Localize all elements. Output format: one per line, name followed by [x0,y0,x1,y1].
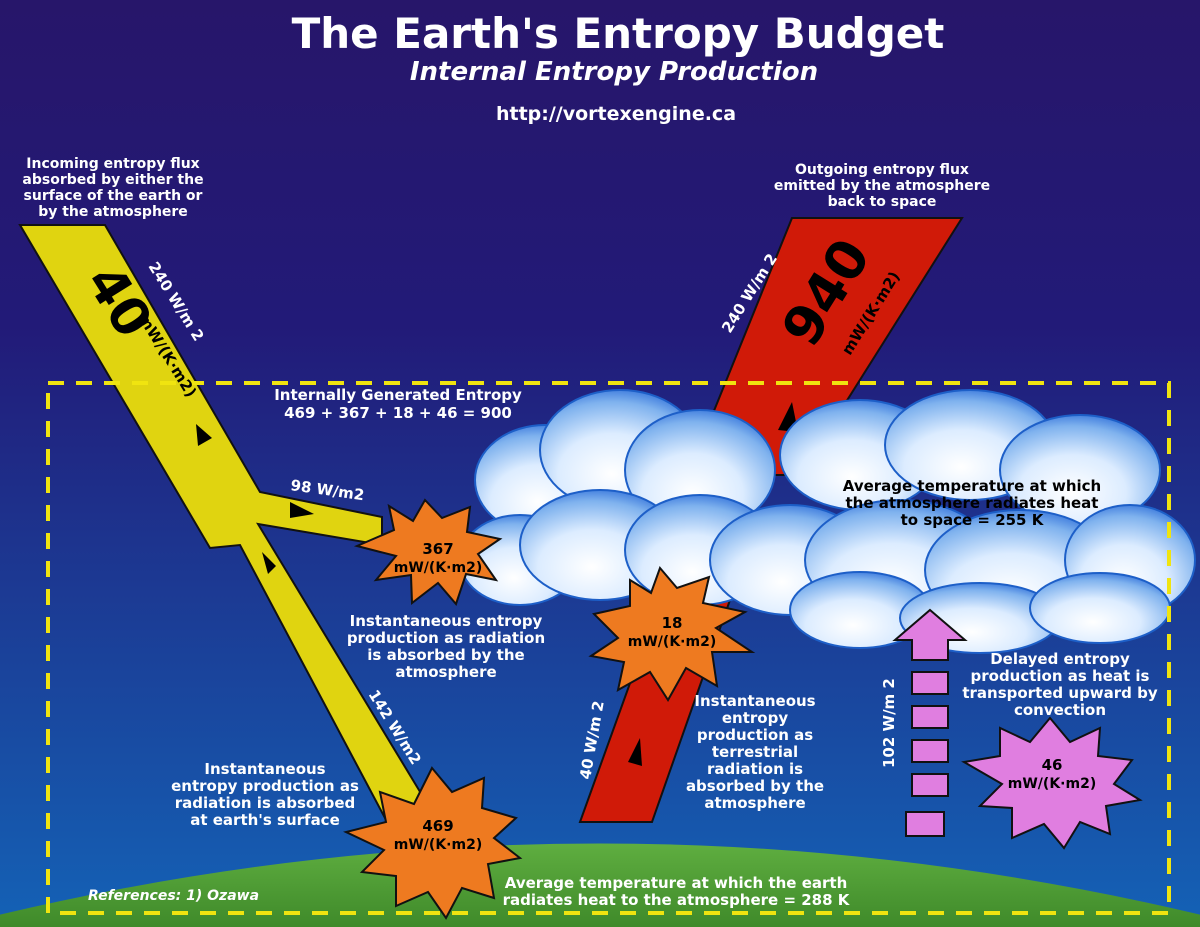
svg-text:Delayed entropy: Delayed entropy [990,650,1130,668]
star-atm-unit: mW/(K·m2) [394,560,482,576]
surface-description: Instantaneous entropy production as radi… [171,760,359,829]
star-terrestrial [588,566,756,702]
svg-text:Instantaneous: Instantaneous [204,760,325,778]
svg-text:terrestrial: terrestrial [712,743,798,761]
terrestrial-description: Instantaneous entropy production as terr… [686,692,824,812]
convection-arrow [892,608,968,837]
star-convection-value: 46 [1042,756,1063,774]
source-url: http://vortexengine.ca [496,103,736,125]
internal-sum: 469 + 367 + 18 + 46 = 900 [284,404,512,422]
svg-text:entropy production as: entropy production as [171,777,359,795]
svg-text:by the atmosphere: by the atmosphere [38,204,188,220]
svg-text:Average temperature at which: Average temperature at which [843,477,1102,495]
incoming-label: Incoming entropy flux absorbed by either… [22,156,203,220]
svg-text:transported upward by: transported upward by [962,684,1158,702]
svg-text:entropy: entropy [722,709,788,727]
earth-surface [0,843,1200,927]
page-subtitle: Internal Entropy Production [410,57,818,87]
svg-text:surface of the earth or: surface of the earth or [24,188,203,204]
star-surface-value: 469 [422,817,453,835]
svg-text:Incoming entropy flux: Incoming entropy flux [26,156,199,172]
convection-description: Delayed entropy production as heat is tr… [962,650,1158,719]
star-surface-unit: mW/(K·m2) [394,837,482,853]
svg-text:is absorbed by the: is absorbed by the [367,646,524,664]
internal-title: Internally Generated Entropy [274,386,522,404]
svg-text:emitted by the atmosphere: emitted by the atmosphere [774,178,990,194]
branch-direction-marker [290,502,314,518]
incoming-flux-arrow [18,224,427,820]
terrestrial-direction-marker [628,738,642,766]
surface-direction-marker [262,552,276,574]
star-surface [343,766,523,920]
star-atm-radiation [353,498,503,606]
star-convection-unit: mW/(K·m2) [1008,776,1096,792]
star-terrestrial-unit: mW/(K·m2) [628,634,716,650]
svg-text:Instantaneous: Instantaneous [694,692,815,710]
convection-power-label: 102 W/m 2 [880,678,898,768]
svg-text:production as heat is: production as heat is [971,667,1150,685]
svg-text:radiation is absorbed: radiation is absorbed [175,794,355,812]
star-convection [961,716,1143,850]
star-atm-value: 367 [422,540,453,558]
svg-text:at earth's surface: at earth's surface [190,811,340,829]
earth-temperature: Average temperature at which the earth r… [503,874,851,909]
svg-text:convection: convection [1014,701,1106,719]
svg-text:radiation is: radiation is [707,760,803,778]
atmosphere-temperature: Average temperature at which the atmosph… [843,477,1102,529]
svg-text:the atmosphere radiates heat: the atmosphere radiates heat [846,494,1099,512]
atm-radiation-description: Instantaneous entropy production as radi… [347,612,545,681]
svg-text:absorbed by either the: absorbed by either the [22,172,203,188]
star-terrestrial-value: 18 [662,614,683,632]
svg-text:atmosphere: atmosphere [395,663,496,681]
svg-text:Outgoing entropy flux: Outgoing entropy flux [795,162,969,178]
system-boundary [46,381,1171,915]
svg-text:production as radiation: production as radiation [347,629,545,647]
svg-text:radiates heat to the atmospher: radiates heat to the atmosphere = 288 K [503,891,851,909]
svg-text:Average temperature at which t: Average temperature at which the earth [505,874,848,892]
svg-text:absorbed by the: absorbed by the [686,777,824,795]
svg-text:back to space: back to space [828,194,937,210]
svg-text:atmosphere: atmosphere [704,794,805,812]
svg-text:to space = 255 K: to space = 255 K [901,511,1045,529]
svg-text:production as: production as [697,726,813,744]
cloud-bank [459,389,1196,654]
outgoing-label: Outgoing entropy flux emitted by the atm… [774,162,990,210]
incoming-direction-marker [196,424,212,446]
page-title: The Earth's Entropy Budget [292,9,945,58]
svg-text:Instantaneous entropy: Instantaneous entropy [350,612,543,630]
references: References: 1) Ozawa [88,888,259,904]
